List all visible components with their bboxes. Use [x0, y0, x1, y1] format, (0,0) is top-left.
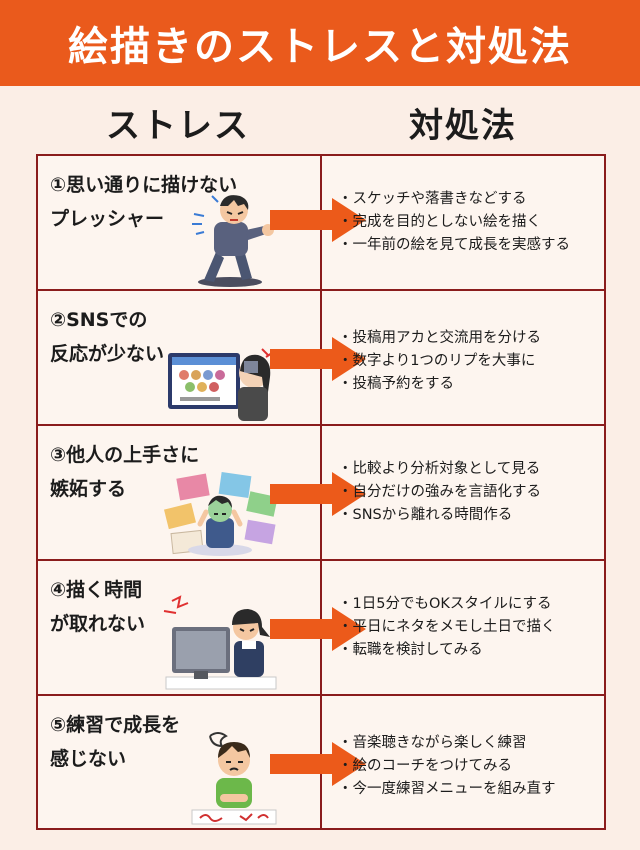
coping-list: 投稿用アカと交流用を分ける 数字より1つのリプを大事に 投稿予約をする: [340, 327, 604, 396]
coping-item: 平日にネタをメモし土日で描く: [340, 616, 604, 639]
coping-item: 数字より1つのリプを大事に: [340, 350, 604, 373]
busy-worker-illustration: [163, 595, 277, 690]
coping-item: 投稿用アカと交流用を分ける: [340, 327, 604, 350]
stress-cell: ①思い通りに描けない プレッシャー: [50, 168, 290, 236]
discouraged-man-illustration: [191, 732, 277, 825]
jealous-artist-illustration: [163, 472, 278, 556]
stress-line: ⑤練習で成長を: [50, 714, 181, 736]
table-row: ①思い通りに描けない プレッシャー スケッチや落書きなどする 完成を目的としない…: [38, 156, 604, 291]
stress-line: ③他人の上手さに: [50, 444, 200, 466]
coping-list: スケッチや落書きなどする 完成を目的としない絵を描く 一年前の絵を見て成長を実感…: [340, 188, 604, 257]
coping-item: 完成を目的としない絵を描く: [340, 211, 604, 234]
stress-line: が取れない: [50, 613, 146, 635]
coping-list: 比較より分析対象として見る 自分だけの強みを言語化する SNSから離れる時間作る: [340, 458, 604, 527]
page-title: 絵描きのストレスと対処法: [68, 24, 572, 70]
coping-item: 自分だけの強みを言語化する: [340, 481, 604, 504]
stress-cell: ④描く時間 が取れない: [50, 573, 290, 641]
stress-line: ②SNSでの: [50, 309, 148, 331]
stress-cell: ③他人の上手さに 嫉妬する: [50, 438, 290, 506]
stress-cell: ②SNSでの 反応が少ない: [50, 303, 290, 371]
coping-item: 1日5分でもOKスタイルにする: [340, 593, 604, 616]
stress-line: プレッシャー: [50, 208, 165, 230]
coping-item: スケッチや落書きなどする: [340, 188, 604, 211]
title-banner: 絵描きのストレスと対処法: [0, 0, 640, 86]
stress-line: 感じない: [50, 748, 127, 770]
table-row: ②SNSでの 反応が少ない 投稿用アカと交流用を分ける: [38, 291, 604, 426]
stress-table: ①思い通りに描けない プレッシャー スケッチや落書きなどする 完成を目的としない…: [36, 154, 606, 830]
table-row: ④描く時間 が取れない 1日5分でもOKスタイルにする 平日にネタをメモし土日で…: [38, 561, 604, 696]
sns-screen-illustration: [168, 348, 273, 421]
table-row: ③他人の上手さに 嫉妬する 比較より分析対象として見る 自分だけの強みを言語化す…: [38, 426, 604, 561]
coping-list: 1日5分でもOKスタイルにする 平日にネタをメモし土日で描く 転職を検討してみる: [340, 593, 604, 662]
stress-line: 嫉妬する: [50, 478, 127, 500]
coping-item: 投稿予約をする: [340, 373, 604, 396]
coping-item: 絵のコーチをつけてみる: [340, 755, 604, 778]
coping-column-header: 対処法: [409, 105, 517, 146]
frustrated-man-illustration: [192, 195, 274, 287]
table-row: ⑤練習で成長を 感じない 音楽聴きながら楽しく練習 絵のコーチをつけてみる 今一…: [38, 696, 604, 828]
coping-item: 転職を検討してみる: [340, 639, 604, 662]
coping-item: 音楽聴きながら楽しく練習: [340, 732, 604, 755]
coping-list: 音楽聴きながら楽しく練習 絵のコーチをつけてみる 今一度練習メニューを組み直す: [340, 732, 604, 801]
stress-cell: ⑤練習で成長を 感じない: [50, 708, 290, 776]
stress-line: 反応が少ない: [50, 343, 165, 365]
coping-item: 比較より分析対象として見る: [340, 458, 604, 481]
coping-item: 一年前の絵を見て成長を実感する: [340, 234, 604, 257]
stress-line: ①思い通りに描けない: [50, 174, 238, 196]
coping-item: SNSから離れる時間作る: [340, 504, 604, 527]
stress-column-header: ストレス: [106, 105, 250, 146]
stress-line: ④描く時間: [50, 579, 143, 601]
coping-item: 今一度練習メニューを組み直す: [340, 778, 604, 801]
